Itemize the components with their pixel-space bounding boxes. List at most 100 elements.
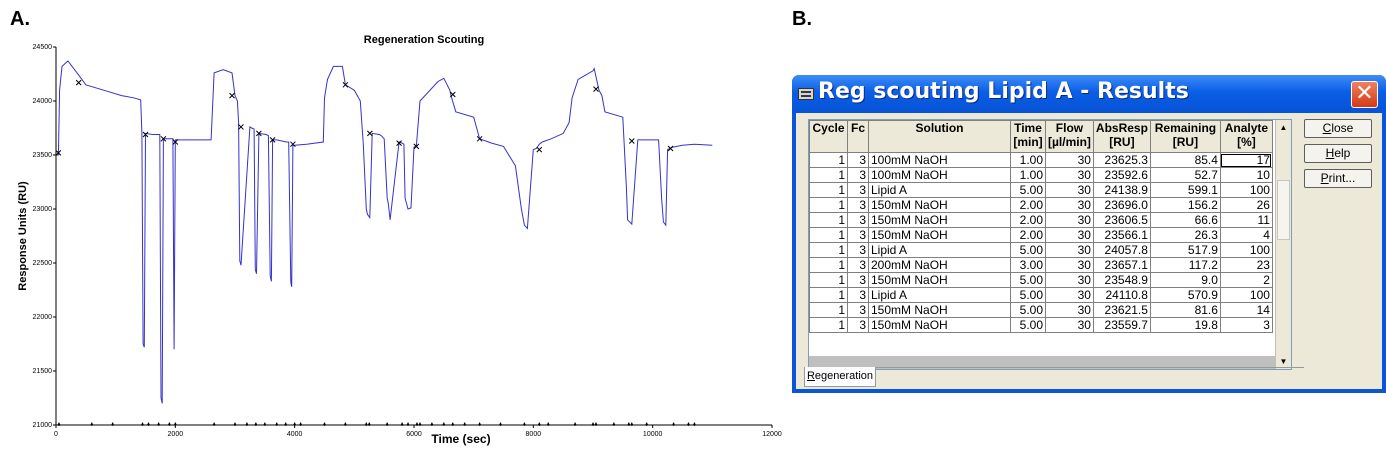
table-cell[interactable]: 17 [1219, 152, 1273, 168]
col-header-flow[interactable]: Flow[µl/min] [1045, 120, 1094, 153]
col-header-cycle[interactable]: Cycle [809, 120, 848, 153]
table-cell[interactable]: 23696.0 [1092, 197, 1151, 213]
table-cell[interactable]: 3 [847, 272, 869, 288]
table-cell[interactable]: 4 [1219, 227, 1273, 243]
table-cell[interactable]: 1 [809, 227, 848, 243]
table-cell[interactable]: 30 [1045, 317, 1094, 333]
table-cell[interactable]: 1 [809, 287, 848, 303]
table-cell[interactable]: 156.2 [1149, 197, 1221, 213]
table-cell[interactable]: 1 [809, 257, 848, 273]
table-cell[interactable]: 30 [1045, 197, 1094, 213]
table-cell[interactable]: 1 [809, 212, 848, 228]
table-cell[interactable]: 30 [1045, 167, 1094, 183]
table-cell[interactable]: 23625.3 [1092, 152, 1151, 168]
print-button[interactable]: Print... [1304, 169, 1372, 188]
table-cell[interactable]: 30 [1045, 152, 1094, 168]
table-cell[interactable]: 200mM NaOH [868, 257, 1011, 273]
table-cell[interactable]: 2.00 [1010, 227, 1046, 243]
table-cell[interactable]: 100 [1219, 242, 1273, 258]
tab-regeneration[interactable]: Regeneration [804, 367, 876, 387]
table-cell[interactable]: 2.00 [1010, 212, 1046, 228]
table-cell[interactable]: 3 [847, 167, 869, 183]
col-header-solution[interactable]: Solution [868, 120, 1011, 153]
table-cell[interactable]: 1 [809, 317, 848, 333]
table-cell[interactable]: 117.2 [1149, 257, 1221, 273]
table-cell[interactable]: 3 [847, 257, 869, 273]
table-cell[interactable]: 23559.7 [1092, 317, 1151, 333]
table-cell[interactable]: 30 [1045, 227, 1094, 243]
table-cell[interactable]: 10 [1219, 167, 1273, 183]
table-cell[interactable]: Lipid A [868, 182, 1011, 198]
table-cell[interactable]: 100mM NaOH [868, 167, 1011, 183]
table-cell[interactable]: 3 [847, 227, 869, 243]
table-cell[interactable]: 30 [1045, 257, 1094, 273]
table-cell[interactable]: 1 [809, 242, 848, 258]
table-cell[interactable]: 1 [809, 167, 848, 183]
table-cell[interactable]: 517.9 [1149, 242, 1221, 258]
table-cell[interactable]: 150mM NaOH [868, 317, 1011, 333]
table-cell[interactable]: 1 [809, 272, 848, 288]
table-cell[interactable]: 23606.5 [1092, 212, 1151, 228]
col-header-remaining[interactable]: Remaining[RU] [1149, 120, 1221, 153]
table-cell[interactable]: 570.9 [1149, 287, 1221, 303]
window-titlebar[interactable]: Reg scouting Lipid A - Results ✕ [792, 75, 1386, 113]
table-cell[interactable]: 5.00 [1010, 302, 1046, 318]
table-cell[interactable]: 30 [1045, 212, 1094, 228]
table-cell[interactable]: 85.4 [1149, 152, 1221, 168]
table-cell[interactable]: 2.00 [1010, 197, 1046, 213]
table-cell[interactable]: 30 [1045, 287, 1094, 303]
table-cell[interactable]: 23 [1219, 257, 1273, 273]
table-cell[interactable]: 1.00 [1010, 152, 1046, 168]
table-cell[interactable]: 100 [1219, 182, 1273, 198]
col-header-absresp[interactable]: AbsResp[RU] [1092, 120, 1151, 153]
table-cell[interactable]: 9.0 [1149, 272, 1221, 288]
table-cell[interactable]: 150mM NaOH [868, 272, 1011, 288]
table-cell[interactable]: 81.6 [1149, 302, 1221, 318]
table-cell[interactable]: 3 [847, 287, 869, 303]
table-cell[interactable]: 5.00 [1010, 287, 1046, 303]
close-button[interactable]: Close [1304, 119, 1372, 138]
col-header-analyte[interactable]: Analyte[%] [1219, 120, 1273, 153]
table-cell[interactable]: 14 [1219, 302, 1273, 318]
table-cell[interactable]: 150mM NaOH [868, 227, 1011, 243]
results-grid[interactable]: Cycle Fc Solution Time[min] Flow[µl/min]… [808, 119, 1292, 370]
table-cell[interactable]: 24057.8 [1092, 242, 1151, 258]
col-header-time[interactable]: Time[min] [1010, 120, 1046, 153]
table-cell[interactable]: 1.00 [1010, 167, 1046, 183]
table-cell[interactable]: 1 [809, 197, 848, 213]
table-cell[interactable]: 3 [847, 212, 869, 228]
table-cell[interactable]: 24110.8 [1092, 287, 1151, 303]
table-cell[interactable]: 52.7 [1149, 167, 1221, 183]
table-cell[interactable]: 30 [1045, 182, 1094, 198]
table-cell[interactable]: 26.3 [1149, 227, 1221, 243]
table-cell[interactable]: 3 [847, 302, 869, 318]
table-cell[interactable]: 1 [809, 182, 848, 198]
table-cell[interactable]: 3 [847, 182, 869, 198]
table-cell[interactable]: 100mM NaOH [868, 152, 1011, 168]
scroll-down-icon[interactable]: ▼ [1279, 357, 1288, 366]
table-cell[interactable]: 5.00 [1010, 242, 1046, 258]
table-cell[interactable]: Lipid A [868, 287, 1011, 303]
table-cell[interactable]: 26 [1219, 197, 1273, 213]
table-cell[interactable]: 150mM NaOH [868, 302, 1011, 318]
table-cell[interactable]: 30 [1045, 302, 1094, 318]
table-cell[interactable]: 23548.9 [1092, 272, 1151, 288]
table-cell[interactable]: 5.00 [1010, 317, 1046, 333]
vertical-scrollbar[interactable]: ▲ ▼ [1275, 120, 1291, 369]
col-header-fc[interactable]: Fc [847, 120, 869, 153]
table-cell[interactable]: 23657.1 [1092, 257, 1151, 273]
table-cell[interactable]: 3 [1219, 317, 1273, 333]
table-cell[interactable]: 3 [847, 317, 869, 333]
table-cell[interactable]: 150mM NaOH [868, 212, 1011, 228]
